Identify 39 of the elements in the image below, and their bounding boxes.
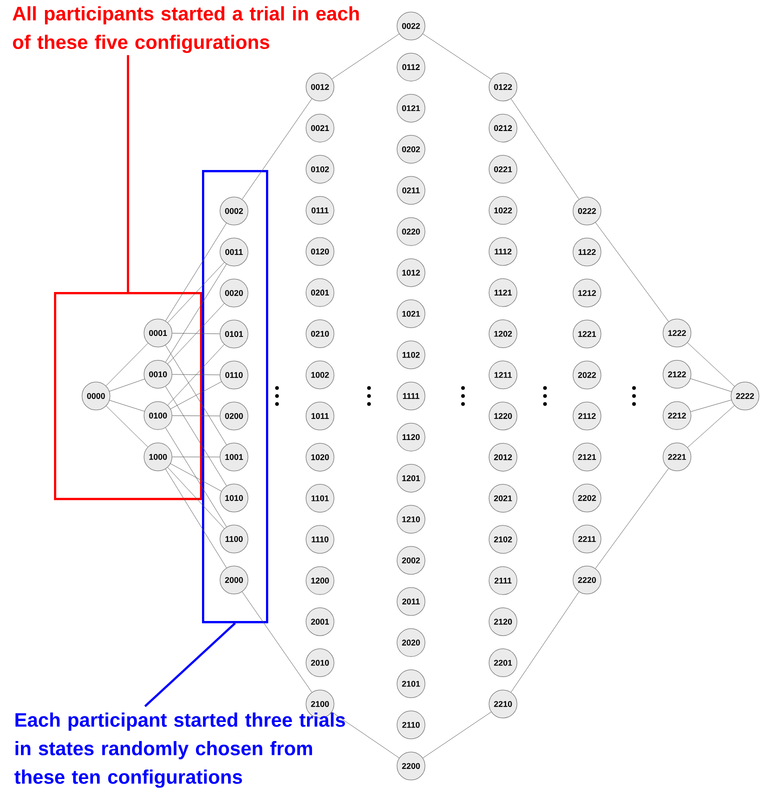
connector-line xyxy=(422,712,492,758)
connector-line xyxy=(106,406,148,448)
leader-line xyxy=(144,622,236,708)
connector-line xyxy=(170,382,222,410)
connector-line xyxy=(168,262,224,323)
annotation-text: All participants started a trial in each of these five configurations xyxy=(12,6,359,53)
connector-line xyxy=(165,428,227,528)
connector-line xyxy=(422,34,492,80)
connector-line xyxy=(165,222,227,322)
connector-line xyxy=(690,400,732,412)
connector-line xyxy=(172,374,220,376)
connector-line xyxy=(172,456,220,458)
connector-line xyxy=(172,415,220,416)
connector-line xyxy=(167,344,225,406)
connector-line xyxy=(687,405,735,448)
connector-line xyxy=(167,467,225,529)
highlight-box xyxy=(54,292,202,500)
connector-line xyxy=(168,303,224,364)
connector-line xyxy=(510,592,580,692)
connector-line xyxy=(106,342,148,386)
connector-line xyxy=(687,342,735,387)
connector-line xyxy=(332,34,400,80)
connector-line xyxy=(242,592,312,693)
connector-line xyxy=(690,378,732,392)
leader-line xyxy=(126,55,130,292)
highlight-box xyxy=(202,170,268,624)
connector-line xyxy=(165,468,227,568)
connector-line xyxy=(165,344,227,446)
connector-line xyxy=(165,386,227,486)
connector-line xyxy=(595,468,669,569)
connector-line xyxy=(595,222,669,322)
connector-line xyxy=(109,378,145,392)
connector-line xyxy=(170,463,222,492)
connector-line xyxy=(172,332,220,334)
connector-line xyxy=(510,98,580,200)
connector-line xyxy=(109,400,145,412)
connector-line xyxy=(332,712,400,758)
connector-line xyxy=(242,98,312,200)
connector-line xyxy=(165,264,227,362)
